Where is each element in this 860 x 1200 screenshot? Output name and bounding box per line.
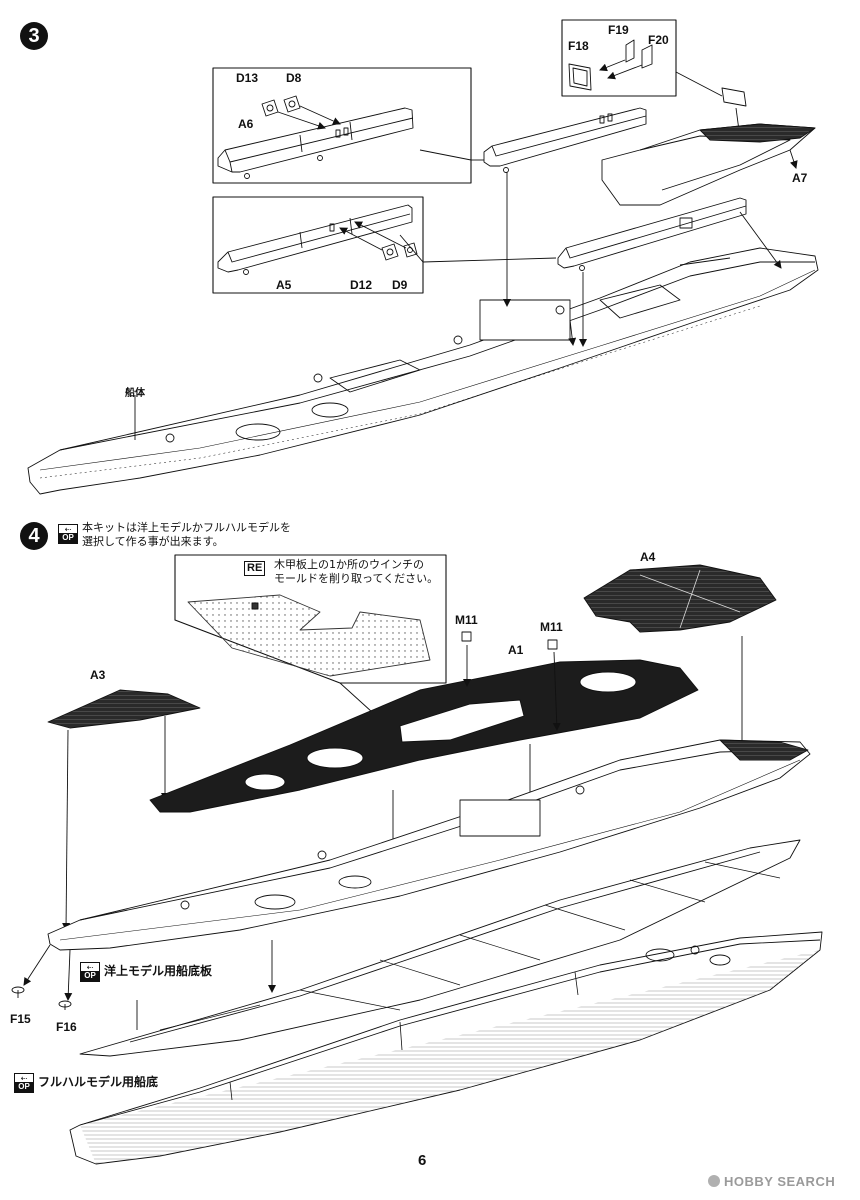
hull-step4 <box>47 739 811 951</box>
waterline-option-icon: ⇠ OP <box>80 962 100 982</box>
part-label-m11-right: M11 <box>540 620 563 634</box>
waterline-plate <box>79 839 801 1057</box>
part-label-a7: A7 <box>792 171 808 185</box>
part-label-d9: D9 <box>392 278 408 292</box>
part-label-a5: A5 <box>276 278 292 292</box>
part-label-f18: F18 <box>568 39 589 53</box>
part-label-f15: F15 <box>10 1012 31 1026</box>
part-label-f20: F20 <box>648 33 669 47</box>
part-label-d13: D13 <box>236 71 259 85</box>
part-label-a4: A4 <box>640 550 656 564</box>
fullhull-option-icon: ⇠ OP <box>14 1073 34 1093</box>
part-label-a6: A6 <box>238 117 254 131</box>
part-label-a3: A3 <box>90 668 106 682</box>
part-label-f19: F19 <box>608 23 629 37</box>
page-number: 6 <box>418 1152 427 1169</box>
watermark-logo-icon <box>708 1175 720 1187</box>
part-label-d12: D12 <box>350 278 373 292</box>
step-4-number: 4 <box>20 522 48 550</box>
part-label-hull: 船体 <box>125 388 145 399</box>
re-note-line-2: モールドを削り取ってください。 <box>274 572 439 585</box>
re-note-line-1: 木甲板上の1か所のウインチの <box>274 558 424 571</box>
part-label-d8: D8 <box>286 71 302 85</box>
part-label-m11-left: M11 <box>455 613 478 627</box>
step-3-number: 3 <box>20 22 48 50</box>
fullhull-bottom-label: フルハルモデル用船底 <box>38 1075 159 1089</box>
option-icon: ⇠ OP <box>58 524 78 544</box>
part-label-a1: A1 <box>508 643 524 657</box>
waterline-plate-label: 洋上モデル用船底板 <box>104 964 213 978</box>
step-4-note-line-2: 選択して作る事が出来ます。 <box>82 535 224 548</box>
re-badge: RE <box>244 561 266 576</box>
watermark: HOBBY SEARCH <box>708 1174 835 1189</box>
part-label-f16: F16 <box>56 1020 77 1034</box>
hull-step3 <box>27 247 819 495</box>
step-4-note-line-1: 本キットは洋上モデルかフルハルモデルを <box>82 521 291 534</box>
